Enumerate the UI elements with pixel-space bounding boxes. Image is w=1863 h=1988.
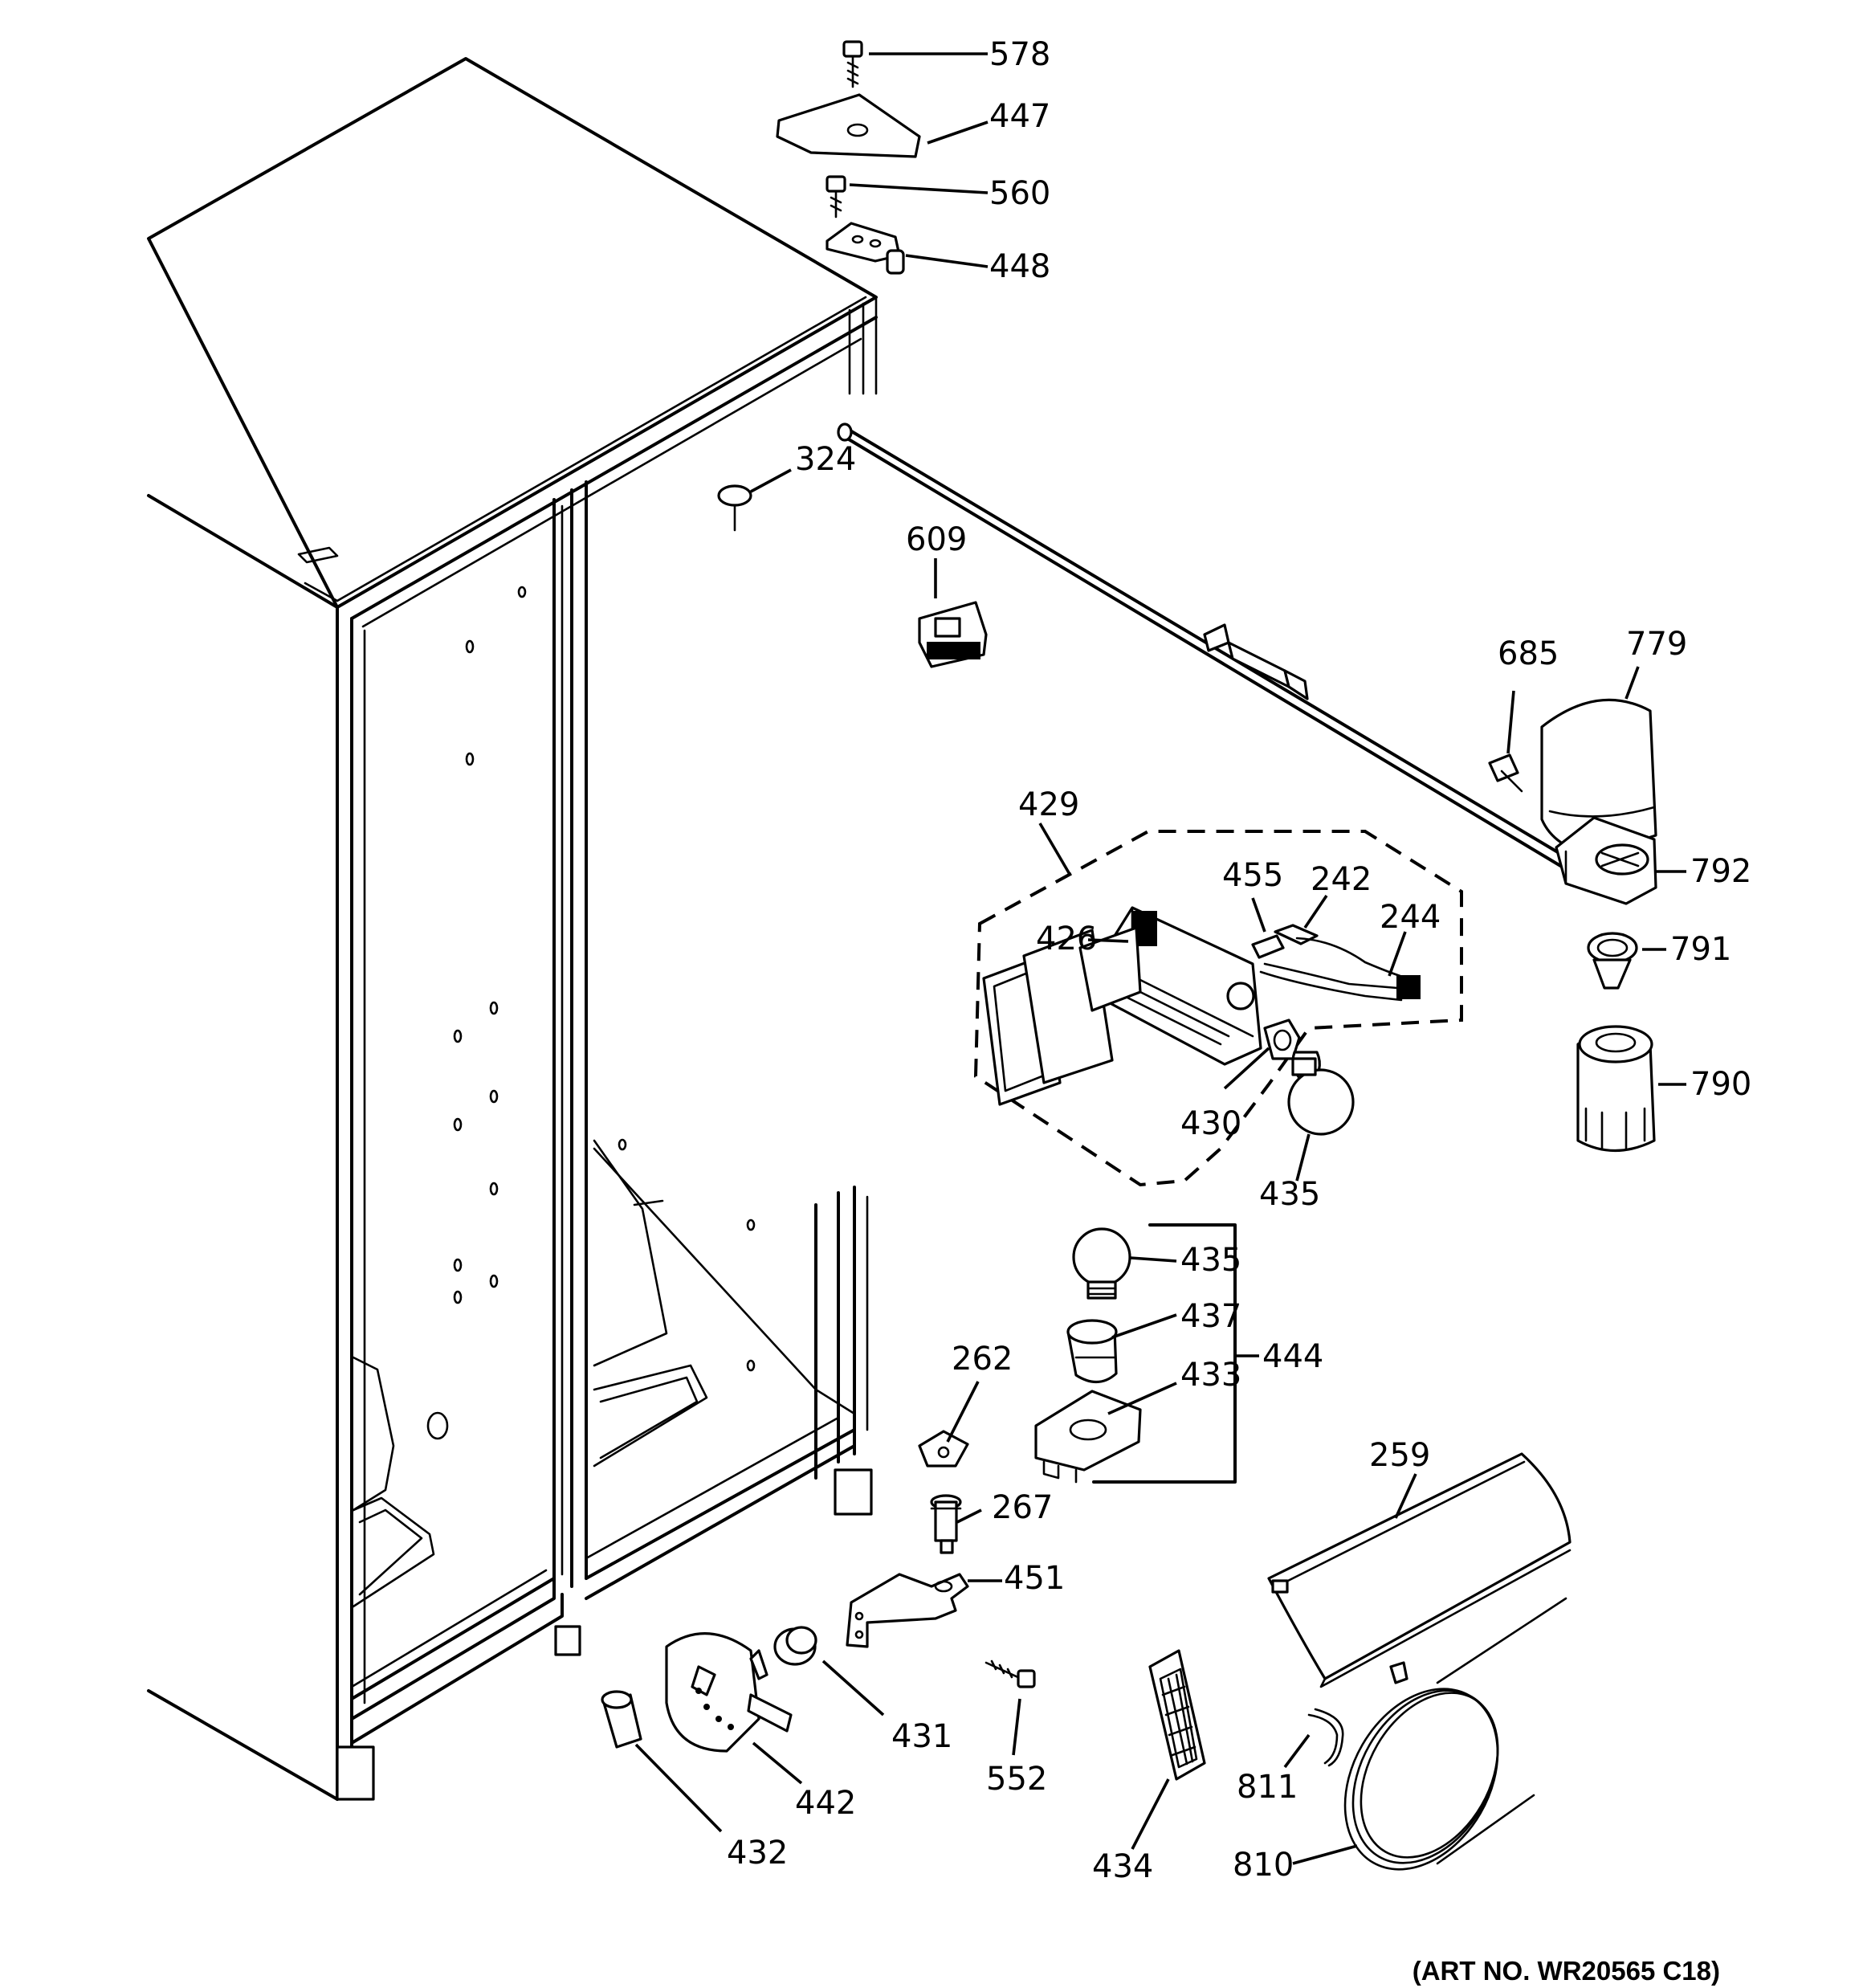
callout-447: 447 [989, 98, 1050, 135]
callout-437: 437 [1180, 1298, 1241, 1335]
callout-242: 242 [1311, 861, 1372, 898]
callout-324: 324 [795, 441, 856, 478]
bypass-plug-791 [1587, 932, 1638, 990]
filter-housing-792 [1555, 816, 1657, 905]
callout-426: 426 [1036, 921, 1097, 957]
screw-552 [984, 1659, 1036, 1688]
leader-lines [634, 52, 1686, 1865]
callout-429: 429 [1018, 786, 1079, 823]
hinge-screw-560 [826, 175, 846, 218]
callout-431: 431 [891, 1718, 952, 1755]
callout-259: 259 [1369, 1437, 1430, 1474]
bulb-435 [1072, 1227, 1131, 1300]
callout-244: 244 [1380, 899, 1441, 936]
callout-609: 609 [906, 521, 967, 558]
tube-coil-810 [1343, 1597, 1567, 1871]
bottom-hinge-451 [846, 1573, 969, 1648]
hinge-screw-578 [842, 40, 863, 88]
socket-430 [1263, 1018, 1301, 1060]
callout-444: 444 [1262, 1338, 1323, 1375]
bushing-431 [773, 1626, 817, 1666]
hinge-cover-447 [776, 93, 921, 158]
callout-labels: 578 447 560 448 324 609 685 779 429 455 … [727, 36, 1751, 1885]
cabinet-holes [426, 586, 756, 1440]
callout-455: 455 [1222, 857, 1283, 894]
callout-430: 430 [1180, 1105, 1241, 1142]
callout-451: 451 [1004, 1560, 1065, 1597]
callout-262: 262 [952, 1341, 1013, 1378]
callout-267: 267 [992, 1489, 1053, 1526]
switch-455 [1251, 934, 1285, 959]
water-filter-790 [1576, 1025, 1656, 1152]
wire-harness-242-244 [1259, 924, 1421, 1002]
callout-790: 790 [1690, 1066, 1751, 1103]
light-assembly-444-bracket [1092, 1223, 1259, 1484]
callout-779: 779 [1626, 626, 1687, 663]
relay-609 [918, 601, 988, 668]
hinge-pin-267 [930, 1494, 962, 1554]
callout-578: 578 [989, 36, 1050, 73]
callout-811: 811 [1237, 1769, 1298, 1806]
cover-779 [1540, 698, 1657, 857]
callout-448: 448 [989, 248, 1050, 285]
clip-811 [1307, 1708, 1344, 1767]
callout-791: 791 [1670, 931, 1731, 968]
callout-435-a: 435 [1259, 1176, 1320, 1213]
callout-552: 552 [986, 1761, 1047, 1798]
refrigerator-cabinet [147, 57, 878, 1801]
grille-434 [1148, 1649, 1206, 1781]
art-number: (ART NO. WR20565 C18) [1413, 1956, 1720, 1986]
closer-cam-442 [665, 1632, 793, 1753]
water-tube [837, 423, 1572, 871]
callout-433: 433 [1180, 1357, 1241, 1394]
hinge-cam-262 [918, 1430, 969, 1468]
callout-432: 432 [727, 1835, 788, 1872]
cover-259 [1267, 1452, 1572, 1688]
callout-792: 792 [1690, 853, 1751, 890]
top-hinge-448 [826, 222, 905, 275]
callout-435-b: 435 [1180, 1242, 1241, 1279]
callout-685: 685 [1498, 635, 1559, 672]
screw-685 [1488, 753, 1523, 793]
spacer-432 [601, 1690, 642, 1749]
socket-437 [1066, 1319, 1118, 1384]
callout-434: 434 [1092, 1848, 1153, 1885]
plug-button-324 [717, 484, 752, 532]
callout-560: 560 [989, 175, 1050, 212]
display-panel-426 [982, 926, 1142, 1106]
callout-810: 810 [1233, 1847, 1294, 1884]
callout-442: 442 [795, 1785, 856, 1822]
bulb-435-top [1287, 1051, 1355, 1136]
